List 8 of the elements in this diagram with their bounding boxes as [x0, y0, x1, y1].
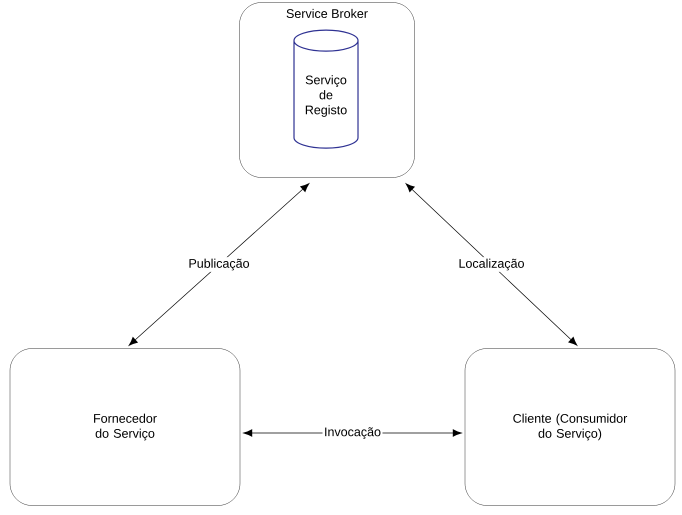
edge-label: Publicação — [186, 257, 252, 272]
arrow — [128, 183, 310, 346]
edge-label: Invocação — [322, 426, 382, 440]
rounded-box: Fornecedor do Serviço — [10, 348, 240, 506]
database-cylinder: Serviço de Registo — [293, 30, 359, 149]
edge-label: Localização — [457, 257, 526, 272]
arrow — [406, 183, 578, 346]
rounded-box: Cliente (Consumidor do Serviço) — [464, 348, 676, 506]
